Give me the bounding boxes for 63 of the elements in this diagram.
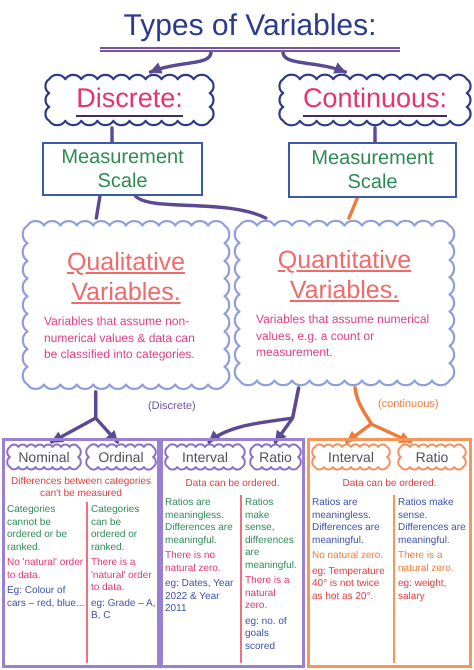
column-note: There is a natural zero. (245, 575, 290, 612)
cloud-heading: Quantitative Variables. (276, 244, 412, 305)
arrow (274, 386, 300, 444)
cloud-heading: Qualitative Variables. (66, 246, 186, 307)
arrow (148, 50, 213, 74)
column-note: eg: Temperature 40° is not twice as hot as 20°. (312, 566, 386, 603)
cloud-title: Discrete: (76, 83, 183, 117)
category-label: Ratio (259, 449, 292, 465)
column-panel (160, 438, 305, 668)
connector-line (134, 194, 268, 220)
column-note: Ratios are meaningless. Differences are meaningful. (312, 497, 381, 547)
column-note: There is a 'natural' order to data. (91, 557, 153, 594)
column-note: Eg: Colour of cars – red, blue... (7, 585, 85, 610)
connector-line (373, 126, 377, 144)
column-note: No 'natural' order to data. (7, 557, 84, 582)
category-label: Interval (328, 449, 374, 465)
column-note: There is a natural zero. (398, 550, 455, 575)
category-bubble (84, 442, 158, 472)
category-label: Interval (182, 449, 228, 465)
column-note: eg: weight, salary (398, 578, 448, 603)
cloud-bubble (276, 72, 474, 128)
column-panel (307, 438, 472, 668)
category-label: Ratio (416, 449, 448, 465)
cloud-bubble (42, 72, 217, 128)
category-bubble (163, 442, 247, 472)
connector-line (347, 196, 359, 220)
connector-line (110, 126, 114, 144)
panel-heading: Data can be ordered. (184, 478, 280, 490)
arrow (281, 50, 347, 74)
column-note: eg: Grade – A, B, C (91, 598, 156, 622)
column-note: Ratios make sense. Differences are meaningful. (398, 497, 467, 547)
column-note: Categories can be ordered or ranked. (91, 504, 140, 554)
scale-label: Measurement Scale (60, 145, 185, 193)
column-note: There is no natural zero. (165, 550, 222, 575)
column-note: eg: no. of goals scored (245, 616, 288, 653)
cloud-bubble (20, 218, 232, 392)
connector-line (94, 194, 102, 220)
column-note: Ratios make sense, differences are meaningful. (245, 497, 298, 572)
category-label: Ordinal (98, 449, 144, 465)
arrow (353, 386, 412, 444)
scale-box (42, 142, 203, 196)
category-bubble (310, 442, 392, 472)
cloud-title: Continuous: (302, 83, 448, 117)
column-panel (2, 438, 160, 668)
category-bubble (396, 442, 468, 472)
cloud-text: Variables that assume numerical values, e.g. a count or measurement. (256, 310, 430, 362)
scale-box (288, 142, 457, 198)
scale-label: Measurement Scale (310, 146, 435, 194)
panel-heading: Differences between categories can't be measured (10, 476, 152, 500)
cloud-bubble (232, 218, 457, 388)
column-note: eg: Dates, Year 2022 & Year 2011 (165, 578, 234, 616)
title-heading: Types of Variables: (100, 4, 400, 52)
branch-label: (continuous) (378, 398, 440, 410)
panel-heading: Data can be ordered. (342, 478, 438, 490)
column-note: Categories cannot be ordered or be ranked. (7, 504, 68, 554)
category-label: Nominal (18, 449, 70, 465)
arrow (94, 390, 119, 444)
column-note: Ratios are meaningless. Differences are meaningful. (165, 497, 234, 547)
column-note: No natural zero. (312, 550, 384, 562)
category-bubble (5, 442, 83, 472)
cloud-text: Variables that assume non-numerical values & data can be classified into categories. (44, 312, 196, 364)
category-bubble (248, 442, 303, 472)
branch-label: (Discrete) (148, 400, 197, 412)
